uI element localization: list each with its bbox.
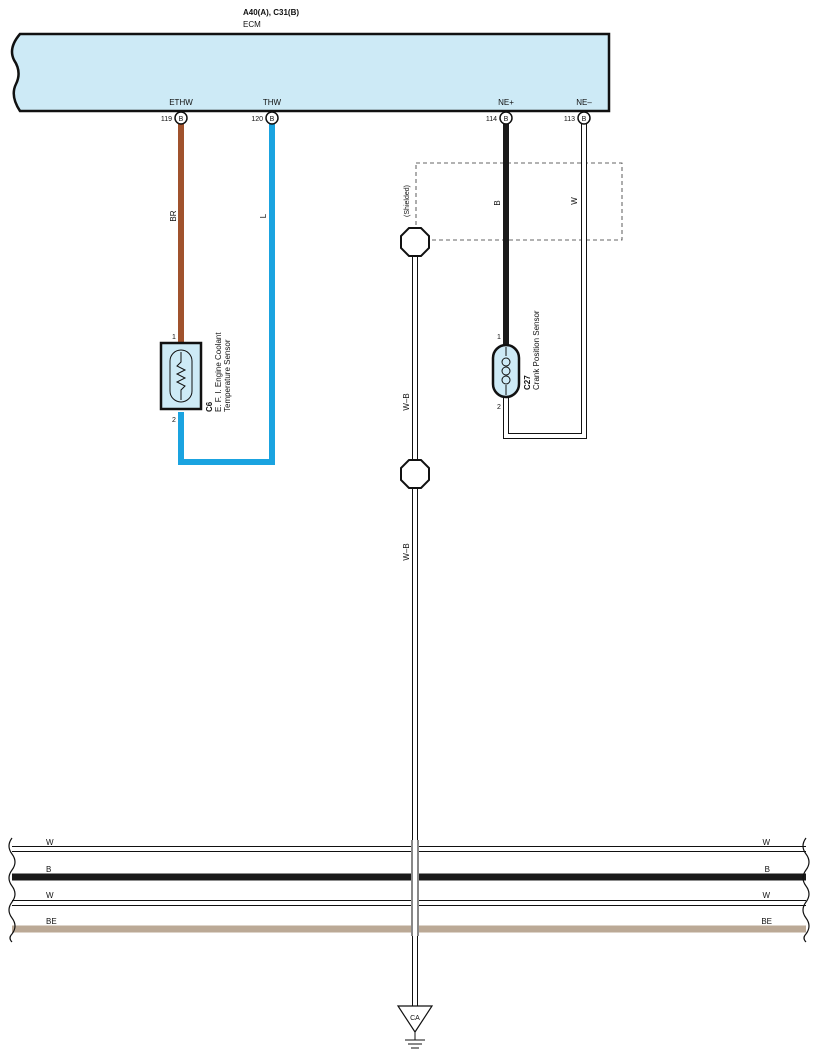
coolant-sensor-name-line1: E. F. I. Engine Coolant	[214, 332, 223, 412]
wire-ethw-label: BR	[169, 210, 178, 221]
terminal-ne-plus: B 114	[486, 111, 513, 125]
coolant-sensor-pin2: 2	[172, 417, 176, 424]
coolant-sensor-code: C6	[205, 401, 214, 412]
terminal-name-ethw: ETHW	[169, 98, 193, 107]
svg-text:B: B	[270, 116, 275, 123]
terminal-pin-120: 120	[251, 116, 263, 123]
crank-sensor-code: C27	[523, 375, 532, 390]
coolant-sensor	[159, 341, 203, 411]
bus-break-right	[802, 837, 810, 943]
bus-break-left	[8, 837, 16, 943]
wire-ne-plus-label: B	[493, 200, 502, 205]
splice-point-lower	[400, 459, 430, 489]
wire-shield-label-2: W–B	[402, 543, 411, 560]
bus-wire-3-label-left: W	[46, 891, 54, 900]
crank-sensor-pin1: 1	[497, 334, 501, 341]
terminal-ethw: B 119	[161, 111, 188, 125]
wire-shield-label-1: W–B	[402, 393, 411, 410]
bus-wire-2-label-right: B	[765, 865, 770, 874]
coolant-sensor-pin1: 1	[172, 334, 176, 341]
terminal-pin-113: 113	[564, 116, 575, 123]
bus-wire-4-label-left: BE	[46, 917, 57, 926]
terminal-name-thw: THW	[263, 98, 282, 107]
bus-wire-4-label-right: BE	[761, 917, 772, 926]
shield-box	[415, 162, 623, 241]
crank-sensor-pin2: 2	[497, 404, 501, 411]
crank-sensor	[491, 343, 521, 399]
terminal-thw: B 120	[251, 111, 279, 125]
svg-text:B: B	[504, 116, 509, 123]
shield-label: (Shielded)	[404, 185, 411, 217]
svg-text:B: B	[179, 116, 184, 123]
ecm-connector-label: A40(A), C31(B)	[243, 8, 299, 17]
svg-text:B: B	[582, 116, 587, 123]
splice-point-upper	[400, 227, 430, 257]
terminal-ne-minus: B 113	[564, 111, 591, 125]
bus-wire-1-label-right: W	[762, 838, 770, 847]
ecm-name: ECM	[243, 20, 261, 29]
crank-sensor-name: Crank Position Sensor	[532, 310, 541, 390]
terminal-name-ne-minus: NE–	[576, 98, 592, 107]
ground-icon	[396, 1005, 434, 1049]
coil-icon	[501, 347, 511, 395]
wire-ne-minus-label: W	[570, 197, 579, 205]
bus-wire-3-label-right: W	[762, 891, 770, 900]
thermistor-icon	[169, 349, 193, 403]
terminal-pin-119: 119	[161, 116, 172, 123]
ecm-box	[10, 32, 611, 113]
terminal-pin-114: 114	[486, 116, 497, 123]
coolant-sensor-name-line2: Temperature Sensor	[223, 339, 232, 412]
terminal-name-ne-plus: NE+	[498, 98, 514, 107]
wire-thw-label: L	[259, 213, 268, 218]
wire-thw	[178, 124, 275, 465]
bus-wire-1-label-left: W	[46, 838, 54, 847]
ground-label: CA	[410, 1015, 420, 1022]
bus-wire-2-label-left: B	[46, 865, 51, 874]
